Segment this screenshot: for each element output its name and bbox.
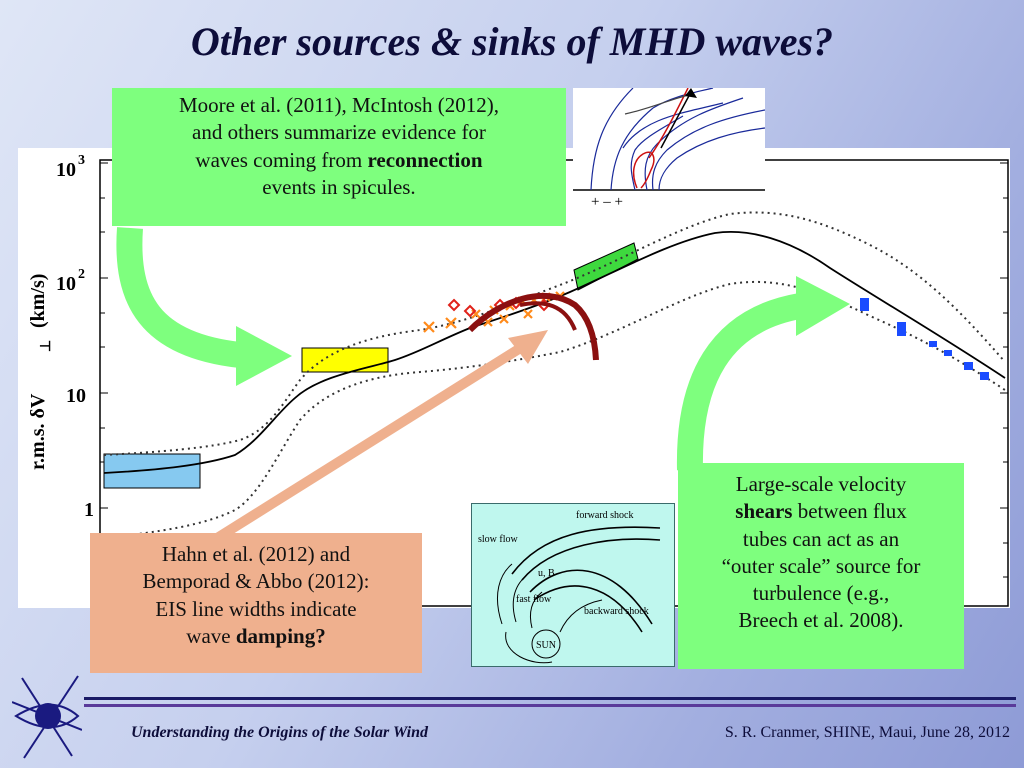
yellow-data-box: [301, 347, 389, 373]
footer-credit: S. R. Cranmer, SHINE, Maui, June 28, 201…: [724, 724, 1010, 741]
ytick-100-exp: 2: [78, 267, 85, 282]
reconnection-arc-inner: [519, 301, 577, 331]
right-ticks: [1000, 162, 1008, 578]
svg-text:r.m.s. δV: r.m.s. δV: [27, 393, 49, 470]
shear-line-1: Large-scale velocity: [735, 472, 907, 496]
inset-signs: + – +: [591, 194, 623, 206]
footer-title: Understanding the Origins of the Solar W…: [131, 724, 428, 741]
y-axis-label: r.m.s. δV ⊥ (km/s): [27, 274, 54, 470]
ytick-1000-exp: 3: [78, 153, 85, 168]
damping-line-1: Hahn et al. (2012) and: [161, 542, 351, 566]
blue-square-markers: [860, 298, 989, 380]
reconnection-note-box: Moore et al. (2011), McIntosh (2012), an…: [112, 88, 566, 226]
reconnection-line-4: events in spicules.: [262, 174, 416, 199]
salmon-arrow-head: [508, 330, 548, 364]
ytick-1: 1: [84, 499, 94, 521]
u-b-label: u, B: [538, 568, 555, 579]
ytick-100: 10: [56, 273, 76, 295]
shear-line-5: turbulence (e.g.,: [752, 581, 890, 606]
green-arrow-right-head: [796, 276, 850, 336]
slide-title: Other sources & sinks of MHD waves?: [190, 19, 834, 64]
shear-note-box: Large-scale velocity shears between flux…: [678, 463, 964, 669]
footer-rule-top: [84, 697, 1016, 700]
shear-line-2: shears between flux: [735, 499, 907, 524]
model-curve: [103, 231, 1006, 474]
damping-line-2: Bemporad & Abbo (2012):: [142, 569, 370, 594]
field-line-inset: + – +: [573, 87, 766, 210]
forward-shock-curve: [511, 526, 661, 575]
slow-flow-label: slow flow: [478, 534, 519, 545]
green-data-bar: [573, 242, 639, 291]
svg-text:(km/s): (km/s): [27, 274, 49, 328]
fast-flow-label: fast flow: [516, 594, 552, 605]
shock-diagram-inset: forward shock slow flow u, B fast flow b…: [471, 503, 675, 667]
forward-shock-label: forward shock: [576, 510, 633, 521]
reconnection-line-2: and others summarize evidence for: [192, 120, 486, 145]
shear-line-6: Breech et al. 2008).: [738, 608, 904, 633]
green-arrow-left: [116, 227, 242, 368]
footer-rule-bottom: [84, 704, 1016, 707]
shear-line-3: tubes can act as an: [742, 526, 900, 551]
lower-dotted-curve: [103, 280, 1006, 539]
ytick-1000: 10: [56, 159, 76, 181]
green-arrow-left-head: [236, 326, 292, 386]
blue-data-box: [103, 453, 201, 489]
reconnection-arc: [467, 292, 599, 361]
backward-shock-curve: [529, 569, 653, 625]
svg-text:⊥: ⊥: [39, 340, 54, 352]
solar-eye-logo: [12, 675, 82, 759]
sun-label: SUN: [536, 640, 556, 651]
reconnection-line-1: Moore et al. (2011), McIntosh (2012),: [179, 93, 499, 117]
damping-line-3: EIS line widths indicate: [155, 596, 357, 621]
left-ticks: [100, 162, 108, 578]
salmon-arrow-shaft: [211, 342, 525, 545]
reconnection-line-3: waves coming from reconnection: [195, 147, 483, 172]
damping-note-box: Hahn et al. (2012) and Bemporad & Abbo (…: [90, 533, 422, 673]
green-arrow-right: [676, 293, 803, 471]
damping-line-4: wave damping?: [186, 623, 326, 648]
ytick-10: 10: [66, 385, 86, 407]
shear-line-4: “outer scale” source for: [721, 553, 921, 578]
backward-shock-label: backward shock: [584, 606, 649, 617]
